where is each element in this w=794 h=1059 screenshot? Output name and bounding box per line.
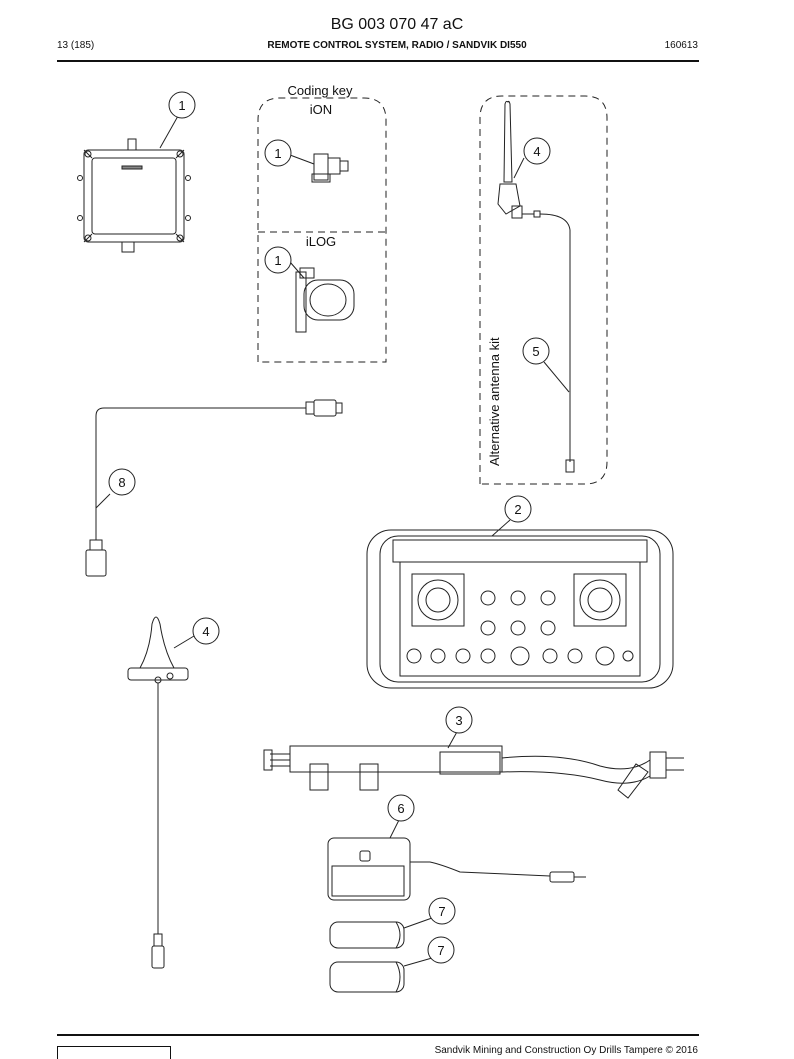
ilog-coding-key bbox=[295, 267, 355, 333]
document-code: BG 003 070 47 aC bbox=[330, 16, 464, 33]
callout-number: 7 bbox=[438, 904, 445, 919]
callout-number: 4 bbox=[202, 624, 209, 639]
coding-key-label: Coding key bbox=[287, 83, 353, 98]
callout-number: 1 bbox=[274, 146, 281, 161]
alternative-antenna-kit-label: Alternative antenna kit bbox=[487, 337, 502, 466]
header-rule bbox=[57, 60, 699, 62]
battery-2 bbox=[329, 961, 405, 993]
carrying-belt bbox=[263, 745, 684, 799]
callout-number: 1 bbox=[274, 253, 281, 268]
callout-number: 1 bbox=[178, 98, 185, 113]
ion-coding-key bbox=[311, 153, 349, 183]
callout-number: 4 bbox=[533, 144, 540, 159]
whip-antenna bbox=[497, 100, 575, 473]
roof-antenna bbox=[127, 616, 189, 969]
footer-rule bbox=[57, 1034, 699, 1036]
callout-number: 6 bbox=[397, 801, 404, 816]
receiver-box bbox=[77, 138, 191, 253]
page-title: REMOTE CONTROL SYSTEM, RADIO / SANDVIK D… bbox=[267, 40, 527, 51]
page-number: 13 (185) bbox=[57, 40, 95, 51]
ion-label: iON bbox=[310, 102, 332, 117]
control-panel bbox=[366, 529, 674, 689]
footer-copyright: Sandvik Mining and Construction Oy Drill… bbox=[434, 1045, 698, 1056]
callout-number: 2 bbox=[514, 502, 521, 517]
ilog-label: iLOG bbox=[306, 234, 336, 249]
callout-number: 5 bbox=[532, 344, 539, 359]
document-date: 160613 bbox=[664, 40, 698, 51]
callout-number: 3 bbox=[455, 713, 462, 728]
battery-1 bbox=[329, 921, 405, 949]
connection-cable bbox=[85, 399, 343, 577]
callout-number: 7 bbox=[437, 943, 444, 958]
callout-number: 8 bbox=[118, 475, 125, 490]
battery-charger bbox=[327, 837, 586, 901]
